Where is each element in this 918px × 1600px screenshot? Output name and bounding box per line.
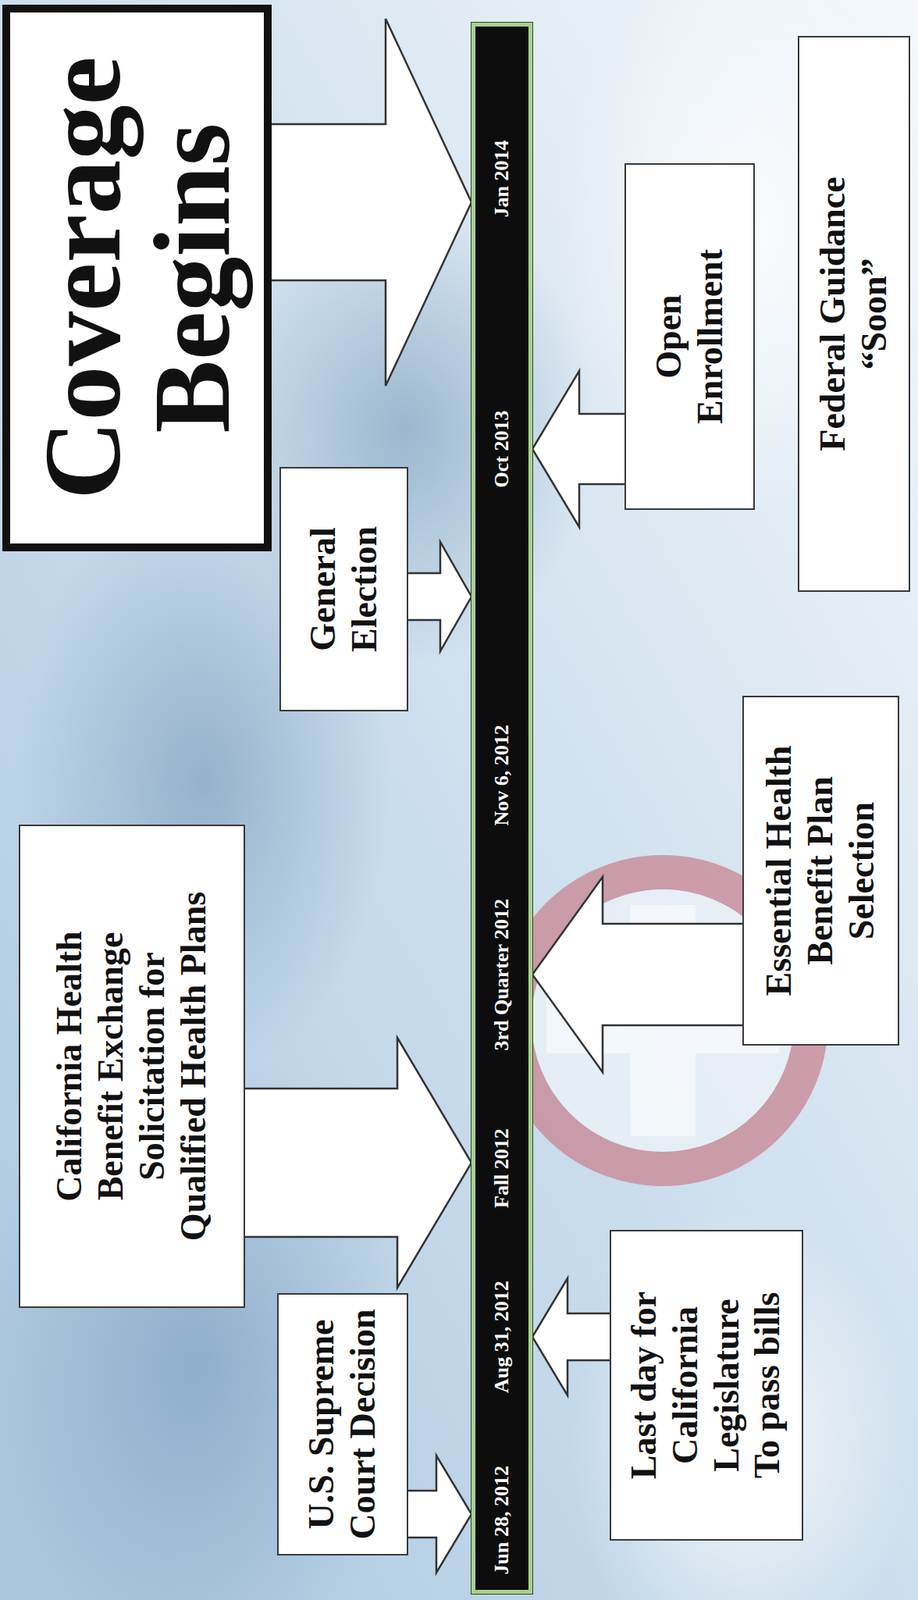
date-label: Aug 31, 2012 bbox=[491, 1280, 513, 1393]
date-label: Nov 6, 2012 bbox=[491, 724, 513, 826]
block-arrow bbox=[532, 1277, 611, 1395]
box-text: Open Enrollment bbox=[648, 234, 732, 438]
box-text: Federal Guidance “Soon” bbox=[812, 165, 896, 463]
event-box: Essential Health Benefit Plan Selection bbox=[742, 695, 900, 1046]
date-label: Oct 2013 bbox=[491, 410, 513, 488]
date-label: Jan 2014 bbox=[491, 140, 513, 218]
event-box: Last day for California Legislature To p… bbox=[609, 1229, 804, 1541]
box-text: Last day for California Legislature To p… bbox=[623, 1279, 790, 1491]
headline-box: Coverage Begins bbox=[2, 4, 272, 552]
box-text: Coverage Begins bbox=[28, 35, 247, 520]
block-arrow bbox=[244, 1037, 472, 1288]
event-box: General Election bbox=[279, 466, 409, 712]
block-arrow bbox=[532, 876, 744, 1072]
event-box: U.S. Supreme Court Decision bbox=[277, 1292, 409, 1555]
block-arrow bbox=[267, 18, 472, 386]
box-text: General Election bbox=[302, 503, 386, 676]
date-label: 3rd Quarter 2012 bbox=[491, 898, 513, 1051]
event-box: Open Enrollment bbox=[624, 163, 755, 510]
box-text: California Health Benefit Exchange Solic… bbox=[49, 886, 215, 1246]
date-label: Fall 2012 bbox=[491, 1127, 513, 1208]
event-box: California Health Benefit Exchange Solic… bbox=[18, 824, 246, 1308]
box-text: Essential Health Benefit Plan Selection bbox=[758, 737, 883, 1004]
block-arrow bbox=[532, 370, 626, 527]
box-text: U.S. Supreme Court Decision bbox=[301, 1306, 385, 1541]
timeline-bar: Jun 28, 2012 Aug 31, 2012 Fall 2012 3rd Qua… bbox=[471, 22, 533, 1594]
date-label: Jun 28, 2012 bbox=[491, 1465, 513, 1574]
block-arrow bbox=[407, 1455, 472, 1573]
note-box: Federal Guidance “Soon” bbox=[797, 35, 911, 592]
block-arrow bbox=[407, 541, 472, 652]
